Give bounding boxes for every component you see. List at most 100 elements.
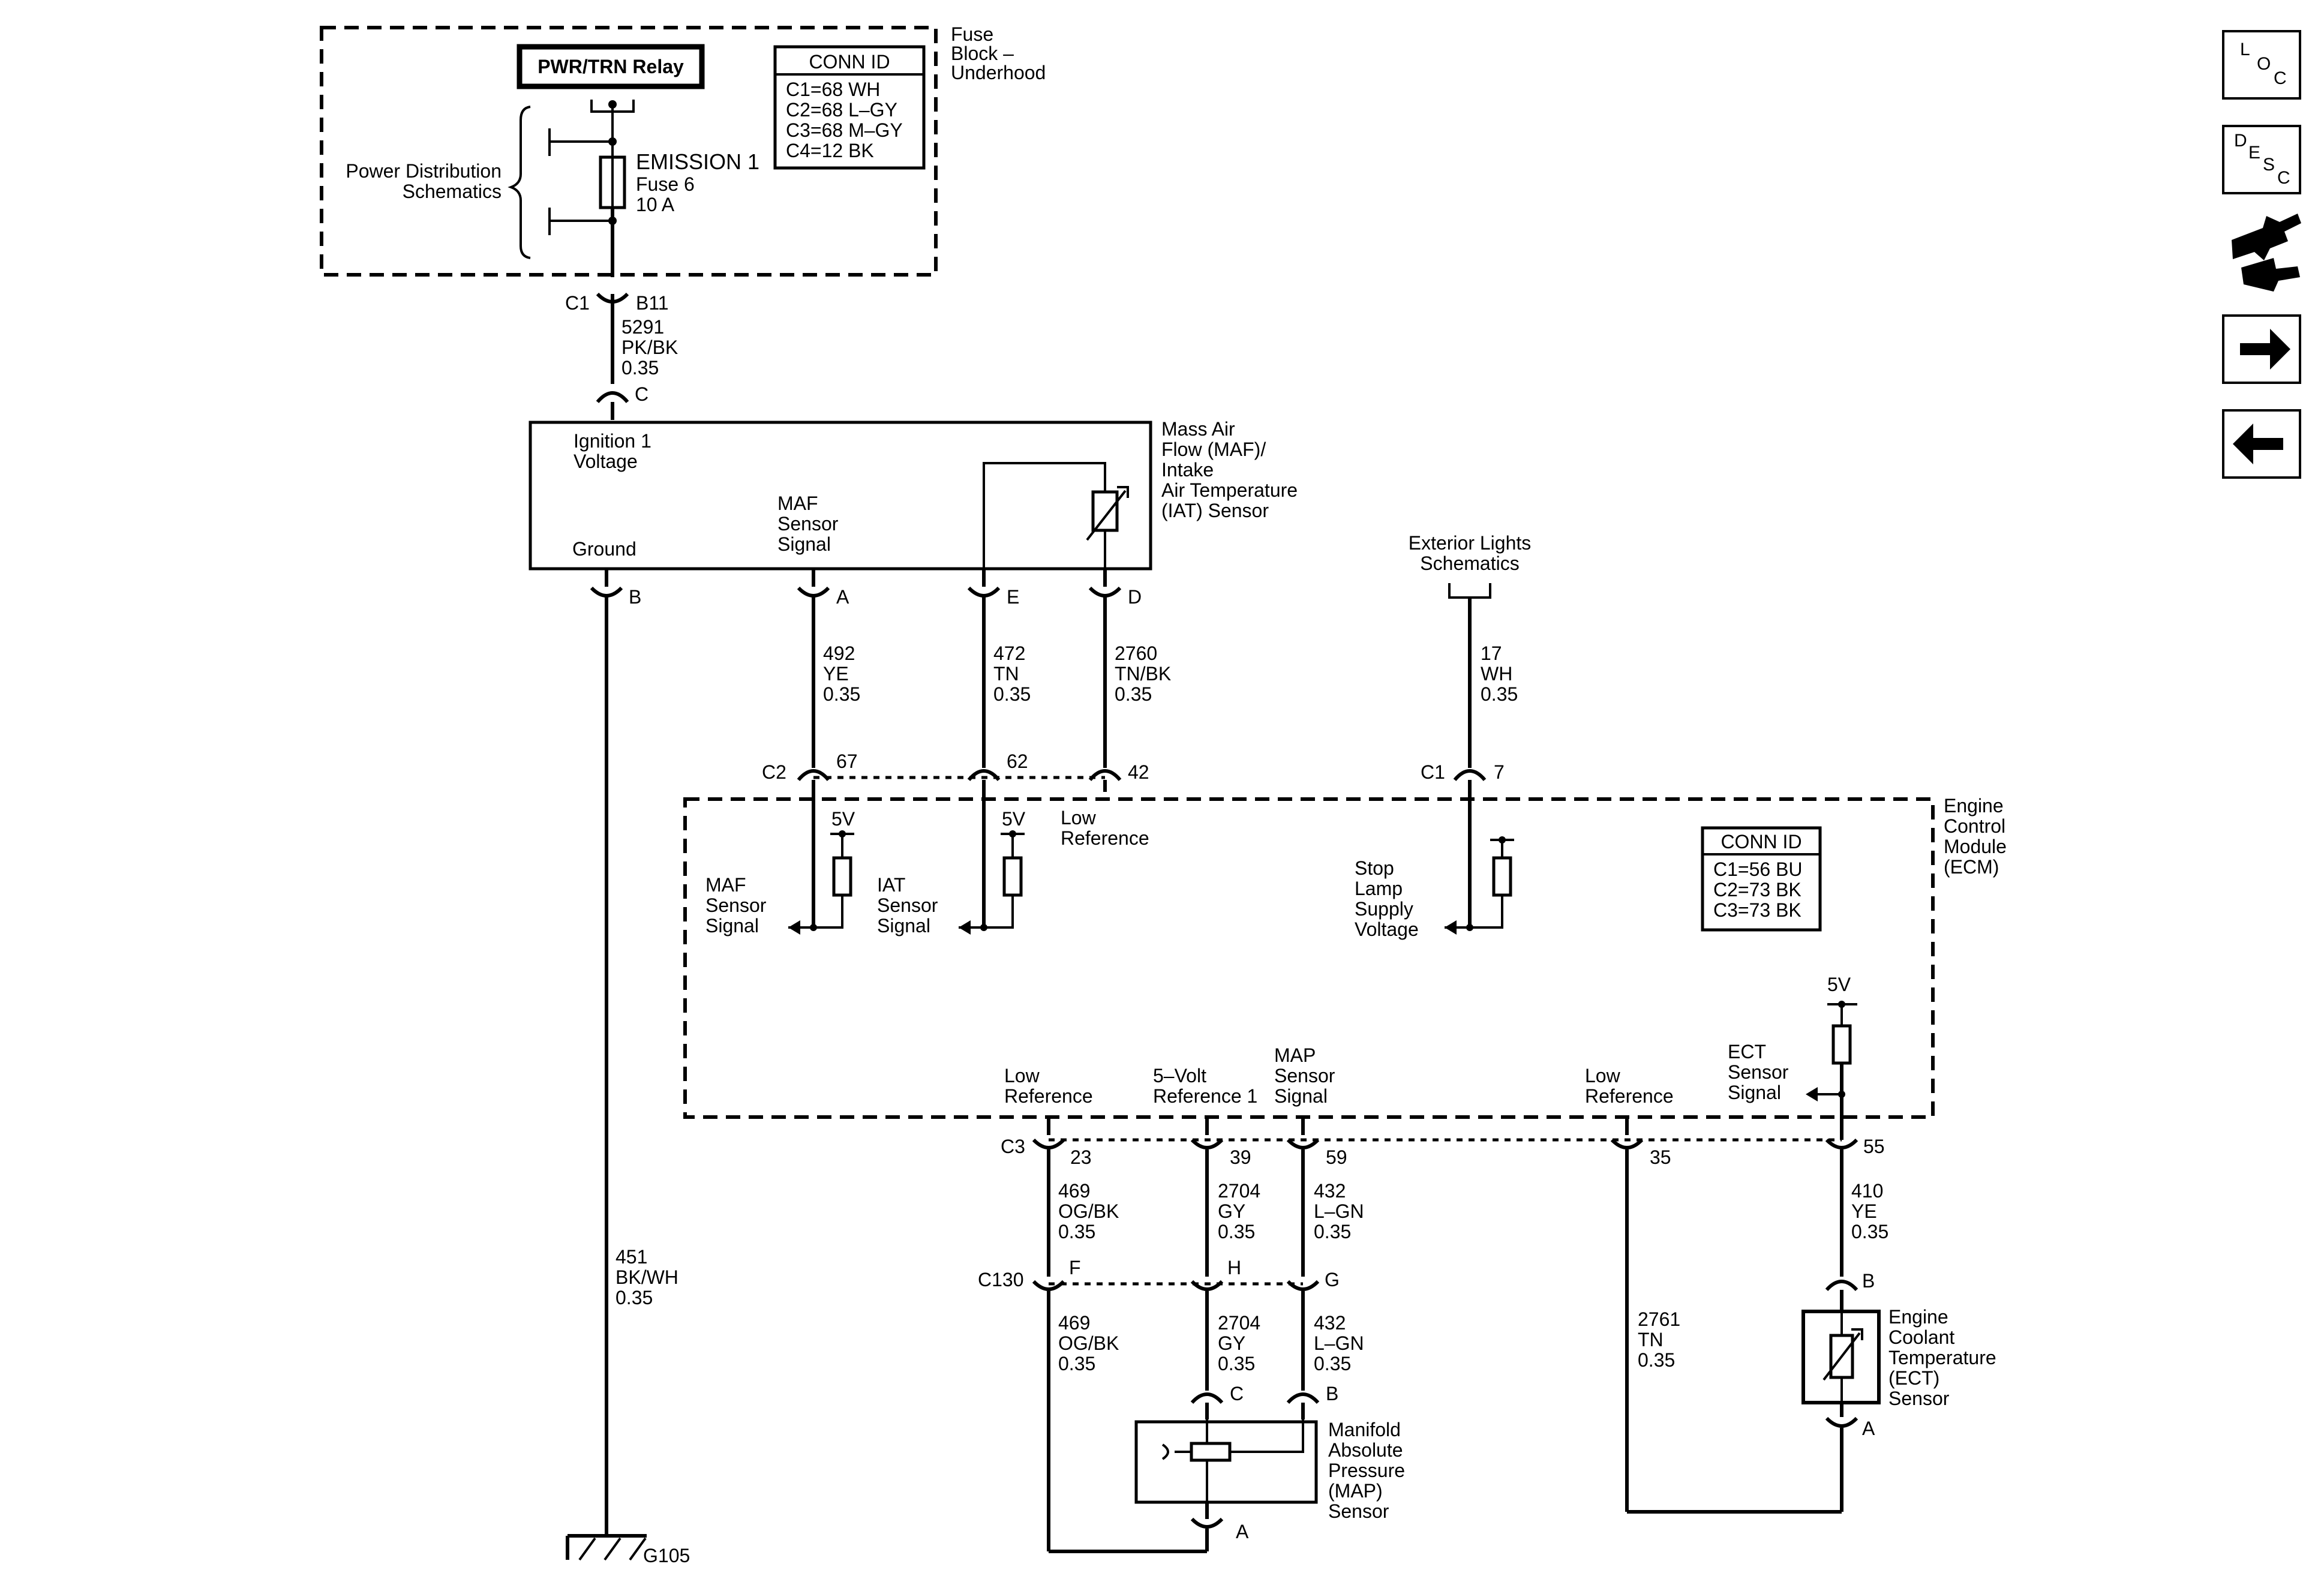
svg-text:Voltage: Voltage (1355, 918, 1419, 940)
svg-text:Sensor: Sensor (877, 894, 938, 916)
svg-text:39: 39 (1230, 1146, 1251, 1168)
loc-icon: L O C (2240, 40, 2287, 88)
svg-text:2760: 2760 (1115, 643, 1157, 664)
fuse-block-title-3: Underhood (951, 62, 1046, 83)
ecm-conn-id: CONN ID C1=56 BU C2=73 BK C3=73 BK (1701, 826, 1822, 932)
svg-text:Ground: Ground (572, 538, 636, 560)
svg-text:2761: 2761 (1638, 1308, 1680, 1330)
svg-text:Flow (MAF)/: Flow (MAF)/ (1161, 439, 1266, 460)
iat-pullup-resistor-icon (1002, 856, 1023, 897)
svg-text:0.35: 0.35 (823, 683, 860, 705)
ect-pullup-resistor-icon (1831, 1024, 1852, 1065)
svg-text:Stop: Stop (1355, 857, 1394, 879)
desc-button[interactable]: D E S C (2222, 125, 2301, 194)
svg-text:F: F (1069, 1257, 1081, 1278)
ecm: Engine Control Module (ECM) C2 67 62 42 … (683, 751, 2007, 1168)
svg-text:OG/BK: OG/BK (1058, 1200, 1119, 1222)
svg-text:C: C (635, 383, 648, 405)
svg-text:C1: C1 (565, 292, 590, 314)
svg-text:D: D (1128, 586, 1142, 608)
svg-text:Sensor: Sensor (705, 894, 767, 916)
svg-text:35: 35 (1650, 1146, 1671, 1168)
svg-text:C130: C130 (978, 1269, 1024, 1290)
iat-signal-arrow-icon (959, 920, 971, 935)
svg-text:Manifold: Manifold (1328, 1419, 1401, 1440)
relay-box (517, 44, 705, 89)
svg-text:0.35: 0.35 (1115, 683, 1152, 705)
svg-text:Temperature: Temperature (1888, 1347, 1996, 1368)
svg-text:0.35: 0.35 (1638, 1349, 1675, 1371)
svg-text:Signal: Signal (877, 915, 930, 936)
next-button[interactable] (2222, 314, 2301, 384)
svg-text:Absolute: Absolute (1328, 1439, 1403, 1461)
svg-text:L–GN: L–GN (1314, 1200, 1364, 1222)
svg-text:C2=68 L–GY: C2=68 L–GY (786, 99, 897, 121)
maf-connector-pins: B A E D (590, 569, 1142, 608)
svg-text:TN/BK: TN/BK (1115, 663, 1171, 685)
svg-text:YE: YE (1851, 1200, 1877, 1222)
ground-g105-icon: G105 (566, 1534, 690, 1566)
svg-text:0.35: 0.35 (1851, 1221, 1888, 1242)
low-reference-ect-label-1: Low (1585, 1065, 1621, 1086)
svg-text:E: E (2248, 143, 2260, 163)
wire-2704: 2704 GY 0.35 (1205, 1149, 1260, 1277)
svg-text:B11: B11 (636, 292, 669, 314)
connector-c1-b11: C1 B11 (565, 292, 669, 384)
svg-text:(MAP): (MAP) (1328, 1480, 1383, 1502)
fuse-block-outline (320, 26, 938, 277)
svg-text:Sensor: Sensor (777, 513, 839, 535)
svg-text:5291: 5291 (621, 316, 664, 338)
svg-text:IAT: IAT (877, 874, 905, 896)
iat-thermistor-icon (1091, 490, 1119, 532)
wire-2760: 2760 TN/BK 0.35 (1103, 596, 1171, 768)
svg-text:Voltage: Voltage (574, 451, 638, 472)
svg-text:Air Temperature: Air Temperature (1161, 479, 1298, 501)
svg-text:H: H (1227, 1257, 1241, 1278)
pds-brace (508, 106, 531, 259)
svg-text:492: 492 (823, 643, 855, 664)
svg-text:GY: GY (1218, 1332, 1245, 1354)
svg-text:0.35: 0.35 (1058, 1221, 1095, 1242)
svg-text:0.35: 0.35 (1218, 1353, 1255, 1374)
loc-button[interactable]: L O C (2222, 30, 2301, 100)
svg-text:S: S (2263, 155, 2275, 175)
low-reference-c2-label-1: Low (1061, 807, 1097, 828)
wire-469-lower: 469 OG/BK 0.35 (1047, 1291, 1119, 1551)
svg-text:Engine: Engine (1888, 1306, 1948, 1328)
connector-view-button[interactable] (2232, 214, 2301, 292)
svg-text:A: A (1236, 1521, 1249, 1542)
svg-text:Sensor: Sensor (1328, 1500, 1389, 1522)
svg-text:C: C (2274, 68, 2287, 88)
svg-text:C1=56 BU: C1=56 BU (1713, 858, 1803, 880)
previous-button[interactable] (2222, 409, 2301, 479)
svg-text:42: 42 (1128, 761, 1149, 783)
svg-text:451: 451 (615, 1246, 647, 1268)
pds-label-2: Schematics (403, 181, 502, 202)
fuse-amperage: 10 A (636, 194, 675, 215)
maf-iat-sensor: C Ignition 1 Voltage MAF Sensor Signal G… (529, 383, 1298, 571)
svg-text:C: C (2277, 168, 2290, 188)
svg-text:MAF: MAF (777, 493, 818, 514)
desc-icon: D E S C (2234, 131, 2290, 188)
svg-text:C3=73 BK: C3=73 BK (1713, 899, 1801, 921)
svg-text:7: 7 (1494, 761, 1505, 783)
svg-text:(ECT): (ECT) (1888, 1367, 1939, 1389)
svg-text:0.35: 0.35 (615, 1287, 653, 1308)
low-reference-c2-label-2: Reference (1061, 827, 1149, 849)
low-reference-ect-label-2: Reference (1585, 1085, 1674, 1107)
wire-469: 469 OG/BK 0.35 (1047, 1149, 1119, 1277)
svg-text:GY: GY (1218, 1200, 1245, 1222)
svg-text:Coolant: Coolant (1888, 1326, 1954, 1348)
svg-text:410: 410 (1851, 1180, 1883, 1202)
svg-text:(ECM): (ECM) (1944, 856, 1999, 878)
svg-text:D: D (2234, 131, 2247, 151)
svg-text:432: 432 (1314, 1180, 1346, 1202)
maf-5v-label: 5V (831, 808, 855, 830)
svg-text:55: 55 (1863, 1136, 1885, 1157)
svg-text:469: 469 (1058, 1312, 1090, 1334)
relay-label: PWR/TRN Relay (538, 56, 684, 77)
exterior-lights-connector-icon (1448, 583, 1491, 599)
svg-text:YE: YE (823, 663, 849, 685)
svg-text:B: B (629, 586, 641, 608)
fuse-block-underhood: Fuse Block – Underhood PWR/TRN Relay Pow… (320, 23, 1046, 277)
